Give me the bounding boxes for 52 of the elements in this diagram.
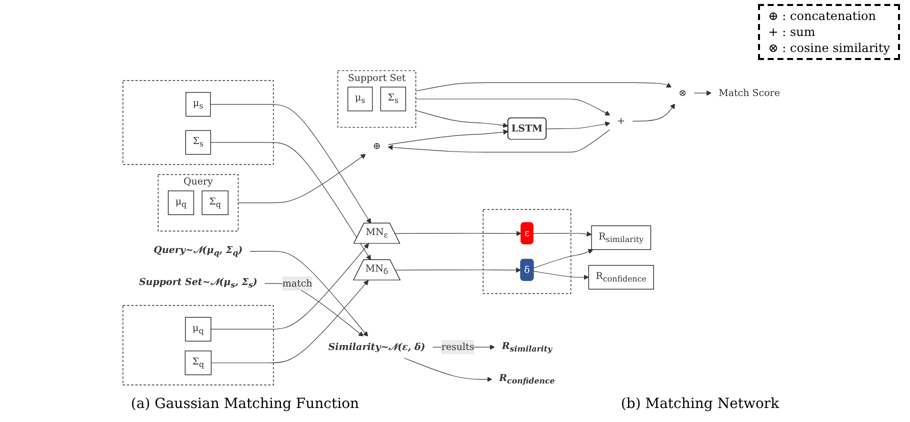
legend-entry: + : sum bbox=[768, 24, 816, 40]
legend-entry: ⊕ : concatenation bbox=[768, 8, 877, 24]
node-text: Query~𝒩(μ$_{q}$, Σ$_{q}$) bbox=[154, 244, 243, 258]
cluster bbox=[158, 174, 238, 232]
cluster bbox=[122, 305, 274, 386]
legend-entry: ⊗ : cosine similarity bbox=[768, 40, 890, 56]
cluster bbox=[122, 80, 274, 165]
caption-text: (a) Gaussian Matching Function bbox=[130, 396, 360, 414]
arrow bbox=[394, 230, 522, 236]
node-text: ⊕ bbox=[372, 140, 381, 152]
arrow bbox=[416, 98, 610, 116]
node-box: Σ$_{q}$ bbox=[184, 350, 212, 376]
arrow bbox=[210, 280, 369, 364]
node-label: Support Set bbox=[348, 72, 406, 84]
arrow bbox=[416, 82, 672, 92]
caption-text: (b) Matching Network bbox=[620, 396, 780, 414]
node-label: Query bbox=[183, 176, 213, 188]
node-text: Similarity~𝒩(ε, δ) bbox=[328, 341, 426, 353]
node-box: μ$_{s}$ bbox=[186, 92, 211, 117]
arrow bbox=[632, 104, 676, 122]
arrow bbox=[210, 243, 369, 330]
arrow bbox=[395, 268, 522, 273]
edge-label: match bbox=[282, 278, 312, 289]
node-box: R$_{confidence}$ bbox=[588, 265, 654, 290]
arrow bbox=[210, 142, 371, 260]
arrow bbox=[533, 249, 594, 268]
arrow bbox=[210, 104, 372, 224]
cluster bbox=[482, 209, 572, 294]
arrow bbox=[403, 358, 492, 382]
arrow bbox=[546, 121, 610, 130]
node-text: R$_{confidence}$ bbox=[499, 372, 555, 386]
arrow bbox=[533, 231, 592, 237]
arrow bbox=[533, 270, 589, 280]
arrow bbox=[238, 154, 366, 204]
arrow bbox=[388, 129, 508, 145]
node-text: + bbox=[617, 115, 626, 126]
node-text: Support Set~𝒩(μ$_{s}$, Σ$_{s}$) bbox=[138, 276, 258, 290]
edge-label: results bbox=[441, 341, 474, 353]
arrow bbox=[416, 110, 508, 128]
node-text: ⊗ bbox=[678, 87, 687, 98]
node-box: Σ$_{s}$ bbox=[380, 86, 406, 112]
node-box: Σ$_{q}$ bbox=[202, 190, 228, 216]
node-text: R$_{similarity}$ bbox=[502, 340, 552, 354]
node-box: μ$_{s}$ bbox=[348, 86, 373, 112]
cluster bbox=[337, 70, 416, 128]
node-box: μ$_{q}$ bbox=[185, 317, 212, 342]
arrow bbox=[388, 129, 610, 152]
arrow bbox=[693, 90, 712, 96]
node-text: Match Score bbox=[718, 87, 780, 98]
node-box: Σ$_{s}$ bbox=[185, 130, 211, 155]
node-box: R$_{similarity}$ bbox=[591, 225, 652, 250]
node-box: μ$_{q}$ bbox=[168, 190, 194, 216]
